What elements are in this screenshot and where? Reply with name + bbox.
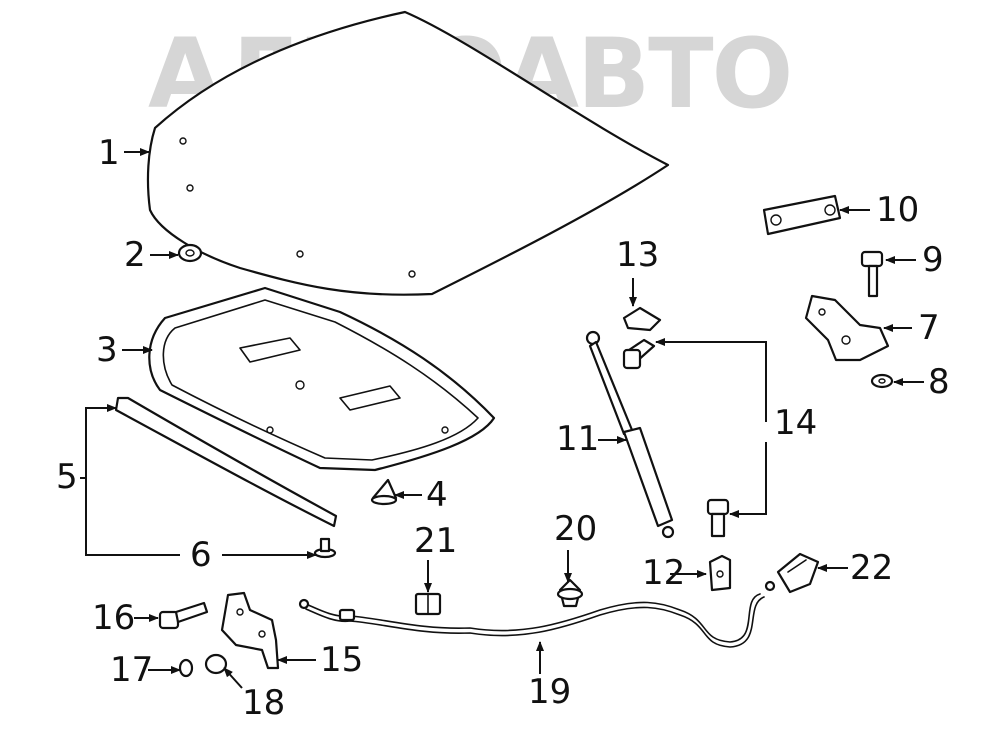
callout-12: 12 <box>642 553 686 593</box>
callout-7: 7 <box>918 308 940 348</box>
callout-9: 9 <box>922 240 944 280</box>
clip-part-21 <box>414 592 442 616</box>
grommet-part-2 <box>177 243 203 263</box>
callout-10: 10 <box>876 190 920 230</box>
hood-panel <box>146 10 670 296</box>
hood-support-strut <box>585 330 675 539</box>
hood-release-cable <box>298 580 776 648</box>
callout-11: 11 <box>556 419 600 459</box>
striker-part-10 <box>762 194 842 236</box>
hood-seal-strip <box>114 396 338 528</box>
ball-stud-part-13 <box>622 306 662 332</box>
callout-22: 22 <box>850 548 894 588</box>
clip-part-6 <box>313 537 337 559</box>
callout-5: 5 <box>56 457 78 497</box>
callout-2: 2 <box>124 235 146 275</box>
leader-lines <box>80 148 924 689</box>
plug-part-18 <box>204 653 228 675</box>
callout-1: 1 <box>98 133 120 173</box>
clip-part-4 <box>370 478 398 506</box>
clip-part-20 <box>556 578 584 608</box>
latch-bracket-part-15 <box>220 591 280 670</box>
callout-16: 16 <box>92 598 136 638</box>
bolt-part-16 <box>158 601 209 630</box>
bolt-part-14-lower <box>706 498 730 538</box>
hood-hinge <box>804 294 890 362</box>
callout-4: 4 <box>426 475 448 515</box>
callout-20: 20 <box>554 509 598 549</box>
callout-6: 6 <box>190 535 212 575</box>
callout-3: 3 <box>96 330 118 370</box>
callout-14: 14 <box>774 403 818 443</box>
bolt-part-14-upper <box>622 338 656 370</box>
callout-21: 21 <box>414 521 458 561</box>
callout-19: 19 <box>528 672 572 712</box>
callout-15: 15 <box>320 640 364 680</box>
washer-part-8 <box>870 373 894 389</box>
ring-part-17 <box>178 658 194 678</box>
release-handle-part-22 <box>776 552 820 594</box>
callout-18: 18 <box>242 683 286 723</box>
hood-insulator <box>148 286 496 472</box>
callout-8: 8 <box>928 362 950 402</box>
callout-17: 17 <box>110 650 154 690</box>
bolt-part-9 <box>860 250 884 298</box>
bracket-part-12 <box>708 554 732 592</box>
callout-13: 13 <box>616 235 660 275</box>
